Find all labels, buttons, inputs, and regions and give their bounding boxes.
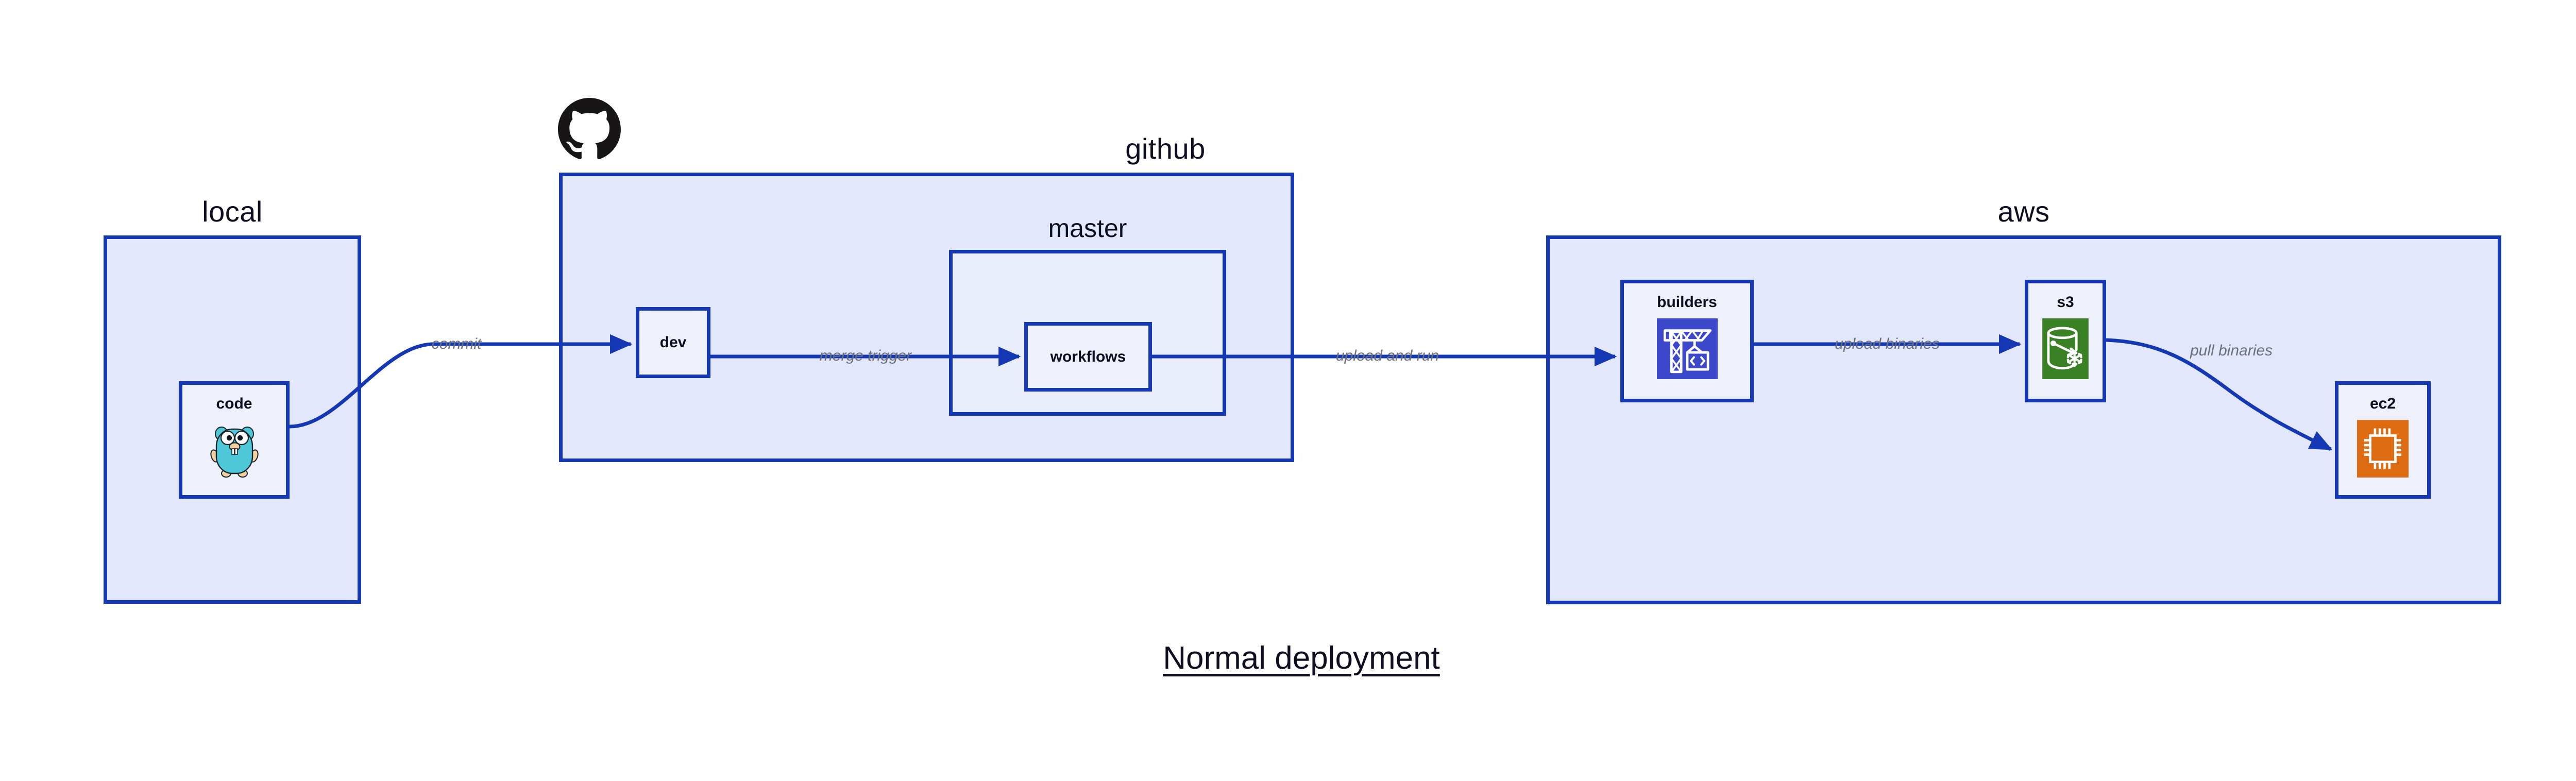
node-label-workflows: workflows [1050, 348, 1126, 365]
subgroup-label-master: master [1048, 214, 1127, 243]
group-label-github: github [1125, 132, 1206, 165]
node-label-dev: dev [659, 334, 687, 351]
node-label-ec2: ec2 [2369, 395, 2396, 412]
edge-label-upload-binaries: upload binaries [1835, 335, 1940, 352]
aws-s3-glacier-icon [2042, 318, 2089, 382]
aws-ec2-icon [2357, 420, 2409, 480]
edge-label-merge-trigger: merge trigger [819, 347, 912, 364]
node-label-s3: s3 [2057, 294, 2074, 311]
edge-label-pull-binaries: pull binaries [2190, 342, 2273, 359]
node-code[interactable]: code [179, 381, 290, 499]
github-octocat-icon [558, 98, 621, 163]
node-dev[interactable]: dev [636, 307, 710, 378]
node-s3[interactable]: s3 [2025, 280, 2106, 402]
go-gopher-icon [209, 420, 260, 480]
node-builders[interactable]: builders [1620, 280, 1754, 402]
node-workflows[interactable]: workflows [1024, 322, 1152, 392]
node-label-code: code [216, 395, 252, 412]
aws-codebuild-icon [1656, 318, 1718, 382]
group-label-aws: aws [1997, 195, 2050, 228]
group-label-local: local [202, 195, 263, 228]
node-label-builders: builders [1657, 294, 1717, 311]
edge-label-commit: commit [431, 335, 482, 352]
node-ec2[interactable]: ec2 [2335, 381, 2431, 499]
diagram-title: Normal deployment [1163, 640, 1440, 676]
edge-label-upload-and-run: upload and run [1335, 347, 1439, 364]
